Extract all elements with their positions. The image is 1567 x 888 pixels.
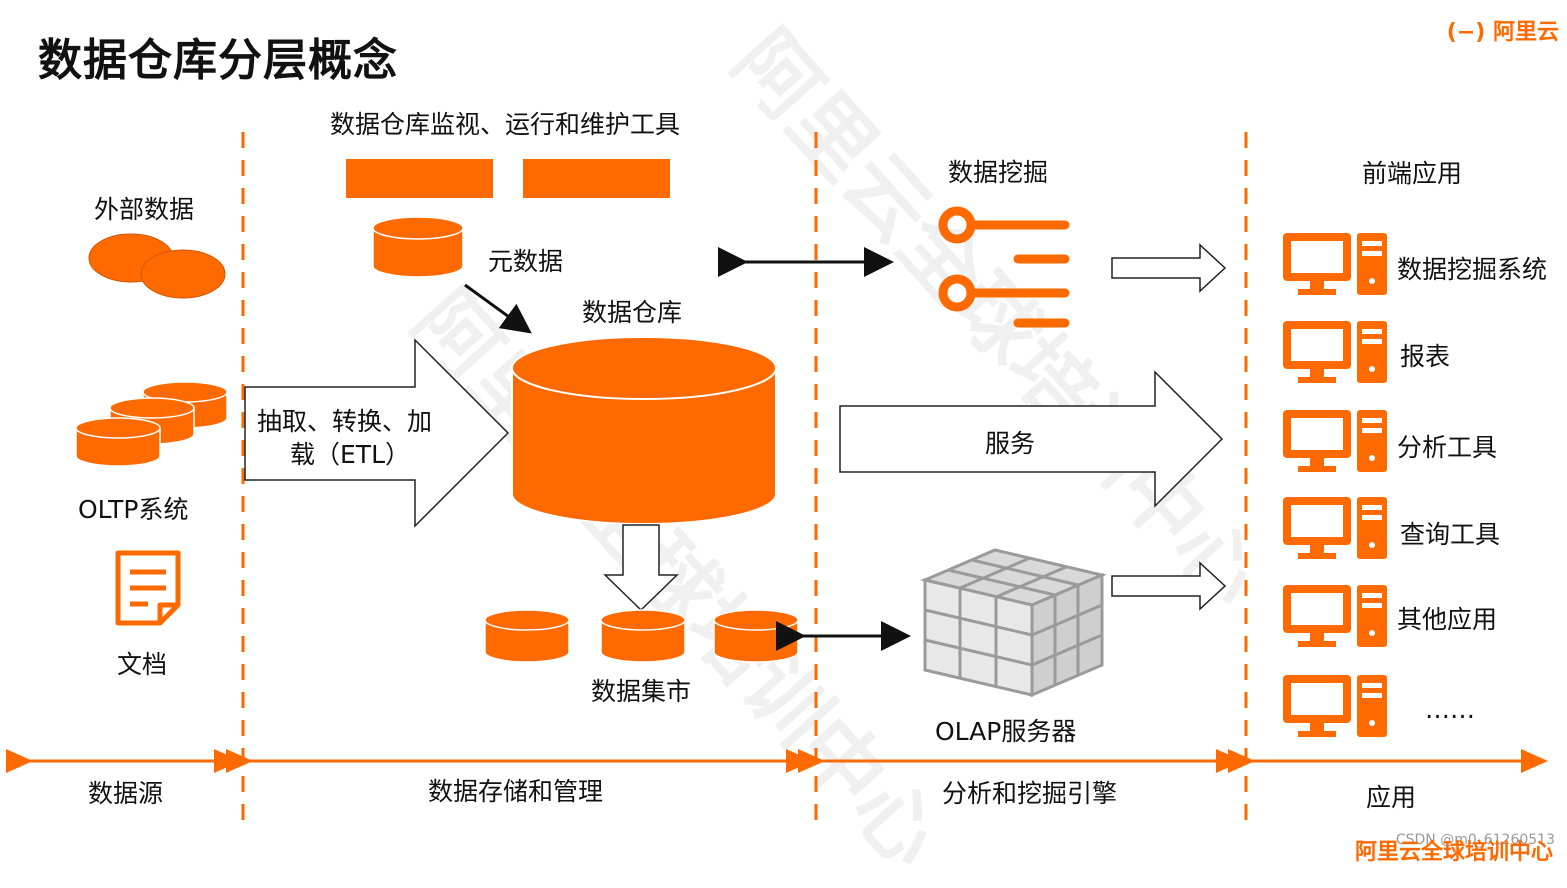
etl-label-line1: 抽取、转换、加 (257, 407, 433, 436)
app-label-2: 报表 (1400, 342, 1451, 371)
aliyun-logo: (−) 阿里云 (1447, 14, 1559, 46)
warehouse-cylinder (511, 336, 777, 525)
data-mining-label: 数据挖掘 (948, 158, 1049, 187)
architecture-diagram (6, 132, 1548, 830)
data-mart-cylinders (484, 609, 799, 663)
data-mining-icon (938, 206, 1070, 328)
metadata-cylinder (372, 216, 464, 278)
mining-to-app-arrow (1111, 243, 1227, 293)
external-data-icon (88, 233, 226, 299)
app-label-6: …… (1425, 695, 1475, 724)
csdn-watermark: CSDN @m0_61260513 (1395, 832, 1555, 848)
metadata-label: 元数据 (488, 247, 564, 276)
olap-label: OLAP服务器 (935, 717, 1077, 746)
layer-label-application: 应用 (1366, 783, 1417, 812)
page-title: 数据仓库分层概念 (38, 35, 398, 86)
data-mart-label: 数据集市 (591, 677, 692, 706)
layer-label-storage: 数据存储和管理 (428, 777, 604, 806)
app-label-1: 数据挖掘系统 (1397, 255, 1548, 284)
etl-arrow (244, 338, 510, 528)
olap-cube-icon (920, 548, 1107, 698)
computer-icon (1283, 675, 1387, 737)
metadata-arrow (464, 283, 532, 334)
external-data-label: 外部数据 (94, 195, 195, 224)
app-label-4: 查询工具 (1400, 520, 1501, 549)
logo-text: 阿里云 (1492, 20, 1559, 45)
computer-icon (1283, 233, 1387, 295)
olap-to-app-arrow (1111, 561, 1227, 611)
oltp-label: OLTP系统 (78, 495, 189, 524)
layer-label-engine: 分析和挖掘引擎 (942, 779, 1118, 808)
etl-label-line2: 载（ETL） (290, 440, 410, 469)
service-arrow (839, 370, 1224, 508)
app-computer-icons (1283, 233, 1387, 737)
footer-watermark: 阿里云全球培训中心 (1354, 840, 1553, 865)
document-icon (115, 550, 181, 626)
app-label-5: 其他应用 (1397, 605, 1498, 634)
layer-label-source: 数据源 (88, 779, 164, 808)
app-label-3: 分析工具 (1397, 433, 1498, 462)
frontend-label: 前端应用 (1362, 159, 1463, 188)
computer-icon (1283, 585, 1387, 647)
documents-label: 文档 (117, 650, 168, 679)
monitor-tool-bar-2 (523, 159, 670, 198)
computer-icon (1283, 321, 1387, 383)
logo-bracket-icon: (−) (1446, 20, 1493, 45)
warehouse-label: 数据仓库 (582, 298, 683, 327)
computer-icon (1283, 497, 1387, 559)
monitor-tool-bar-1 (346, 159, 493, 198)
service-label: 服务 (985, 429, 1036, 458)
oltp-database-icon (75, 381, 228, 467)
down-arrow (603, 524, 679, 612)
monitor-tools-label: 数据仓库监视、运行和维护工具 (330, 110, 681, 139)
computer-icon (1283, 410, 1387, 472)
